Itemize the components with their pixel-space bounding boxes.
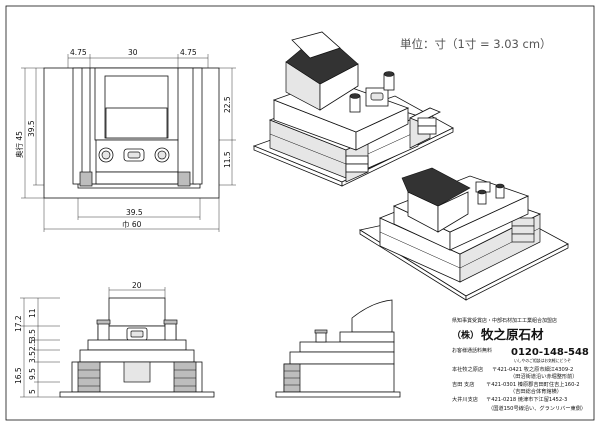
iso2-stone-top xyxy=(401,167,471,207)
side-ground-slab xyxy=(275,391,401,398)
front-door xyxy=(123,361,151,383)
plan-foot-right xyxy=(177,171,191,187)
company-info: 県知事賞受賞店・中部石材加工工業組合加盟店 （株） 牧之原石材 お客様通話料無料… xyxy=(452,317,589,412)
front-foot-right xyxy=(173,361,197,393)
plan-foot-left xyxy=(79,171,93,187)
front-dim-top-width: 20 xyxy=(132,281,142,290)
plan-dim-left: 4.75 xyxy=(70,48,87,57)
company-phone-note: いしやのご相談はお気軽にどうぞ xyxy=(514,358,571,363)
front-upper-base xyxy=(87,339,187,351)
side-lower-base xyxy=(283,363,395,393)
iso2-base-slab-front xyxy=(465,243,569,301)
company-phone: 0120-148-548 xyxy=(511,347,589,358)
iso2-stone-side xyxy=(437,191,469,233)
branch-2-note: （吉田総合体育館横） xyxy=(510,387,562,395)
front-dim-v6: 16.5 xyxy=(14,367,23,384)
iso1-right-block-top xyxy=(409,107,441,123)
iso1-step-1 xyxy=(345,155,369,165)
iso1-vase-left-top xyxy=(349,93,361,99)
side-middle-base xyxy=(289,351,395,365)
plan-stone-front xyxy=(105,107,168,139)
front-ground-slab xyxy=(59,391,215,398)
free-call-label: お客様通話料無料 xyxy=(452,347,492,354)
front-dim-v5: 3.5 xyxy=(28,351,37,363)
plan-cap-left xyxy=(72,67,83,185)
plan-dim-depth-outer: 奥行 45 xyxy=(14,131,24,158)
side-stone xyxy=(351,299,393,333)
branch-2-name: 吉田 支店 xyxy=(452,380,474,388)
iso1-step-2 xyxy=(345,163,369,173)
branch-3-address: 〒421-0218 焼津市下江留1452-3 xyxy=(486,395,567,403)
plan-view: 4.75 30 4.75 奥行 45 39.5 22.5 11.5 39.5 巾… xyxy=(14,48,236,232)
side-plinth xyxy=(339,331,395,343)
iso1-step-4 xyxy=(417,125,437,135)
iso1-stone-face xyxy=(291,31,341,59)
side-vase xyxy=(315,331,327,343)
branch-3-note: （国道150号線沿い、グランリバー東側） xyxy=(488,404,586,412)
branch-1-note: （田沼街道沿い赤堀整形前） xyxy=(510,372,577,380)
branch-3-name: 大井川支店 xyxy=(452,395,478,403)
branch-1-name: 本社牧之原店 xyxy=(452,365,483,373)
front-dim-v2: 11 xyxy=(28,308,37,318)
iso2-block-2 xyxy=(511,225,535,235)
front-dim-v4: 2.5 xyxy=(28,339,37,351)
plan-dim-upper: 22.5 xyxy=(223,96,232,113)
front-dim-v3: 3.5 xyxy=(28,329,37,341)
front-vase-right-cap xyxy=(163,319,178,325)
front-dim-v1: 17.2 xyxy=(14,315,23,332)
side-vase-cap xyxy=(314,329,328,334)
plan-cap-right xyxy=(192,67,203,185)
isometric-view-rear xyxy=(358,167,569,301)
front-middle-base xyxy=(79,349,195,363)
front-incense-slot xyxy=(130,330,144,338)
side-upper-base xyxy=(299,341,395,353)
branch-2-address: 〒421-0301 榛原郡吉田町住吉上160-2 xyxy=(486,380,580,388)
plan-dim-width-inner: 39.5 xyxy=(126,208,143,217)
front-vase-left-cap xyxy=(96,319,111,325)
front-dim-v7: 9.5 xyxy=(28,368,37,380)
plan-dim-right: 4.75 xyxy=(180,48,197,57)
plan-vase-right-inner xyxy=(157,150,167,160)
isometric-view-front xyxy=(252,31,454,187)
unit-note: 単位：寸（1寸 = 3.03 cm） xyxy=(400,37,552,51)
plan-dim-width-outer: 巾 60 xyxy=(122,219,142,229)
front-dim-v8: 5 xyxy=(28,389,37,394)
front-stone xyxy=(108,297,166,327)
iso1-vase-right-top xyxy=(383,71,395,77)
iso1-step-3 xyxy=(417,117,437,127)
iso2-block-3 xyxy=(511,233,535,243)
company-name-prefix: （株） xyxy=(452,329,479,341)
branch-1-address: 〒421-0421 牧之原市細江4309-2 xyxy=(492,365,573,373)
iso1-incense-slot xyxy=(370,92,384,101)
front-foot-left xyxy=(77,361,101,393)
company-tagline: 県知事賞受賞店・中部石材加工工業組合加盟店 xyxy=(452,317,557,324)
front-elevation: 20 17.2 11 3.5 2.5 3.5 16.5 9.5 5 xyxy=(14,281,215,398)
side-elevation xyxy=(275,299,401,398)
plan-dim-depth-inner: 39.5 xyxy=(27,120,36,137)
iso2-vase-left-top xyxy=(477,189,487,195)
company-name: 牧之原石材 xyxy=(481,327,544,342)
plan-front-step xyxy=(95,171,179,185)
plan-dim-lower: 11.5 xyxy=(223,151,232,168)
iso2-vase-right-top xyxy=(495,183,505,189)
plan-dim-center: 30 xyxy=(128,48,138,57)
plan-vase-left-inner xyxy=(101,150,111,160)
plan-incense-slot xyxy=(127,151,141,159)
sheet-border xyxy=(5,5,595,421)
